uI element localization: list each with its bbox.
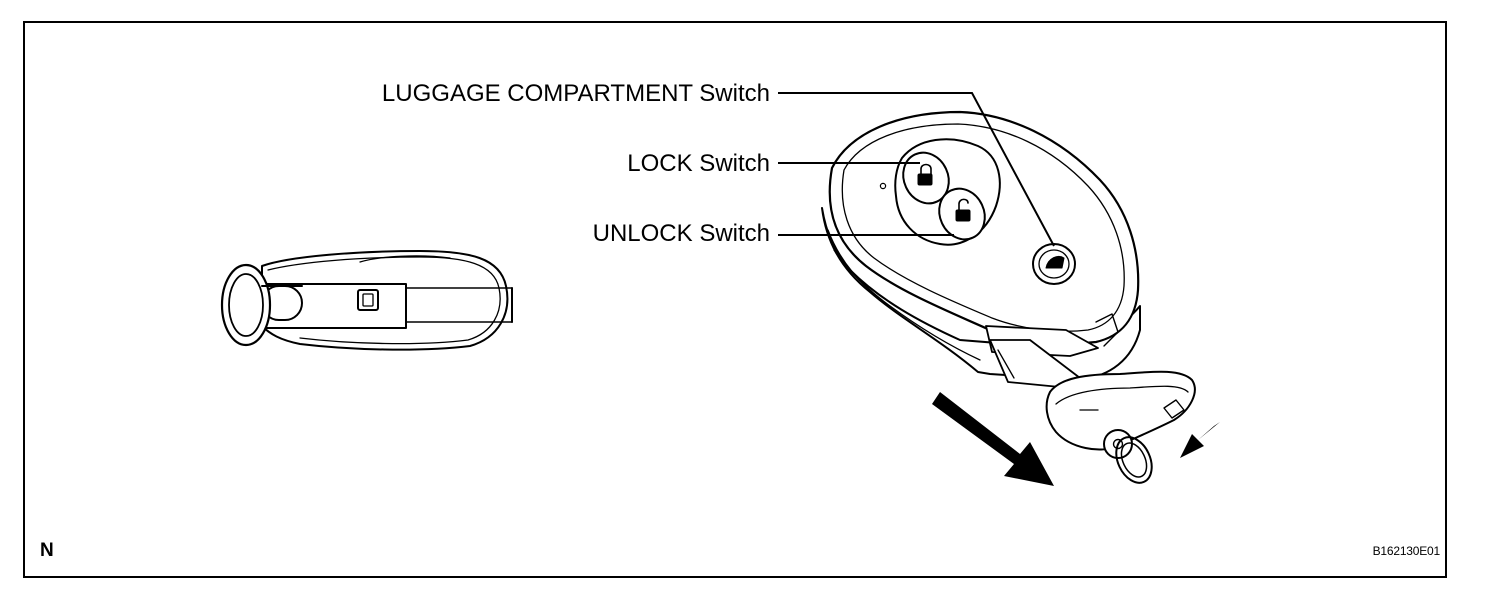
- lock-switch-label: LOCK Switch: [627, 150, 770, 177]
- key-perspective-view: [821, 110, 1196, 484]
- corner-mark: N: [40, 540, 54, 561]
- figure-frame: [23, 21, 1447, 578]
- figure-id: B162130E01: [1372, 544, 1441, 558]
- key-side-view: [220, 250, 513, 351]
- release-direction-arrow: [1180, 422, 1220, 458]
- unlock-switch-label: UNLOCK Switch: [592, 220, 770, 247]
- pull-direction-arrow: [932, 392, 1054, 486]
- luggage-compartment-switch-label: LUGGAGE COMPARTMENT Switch: [381, 80, 770, 107]
- leader-lines: [778, 92, 1055, 247]
